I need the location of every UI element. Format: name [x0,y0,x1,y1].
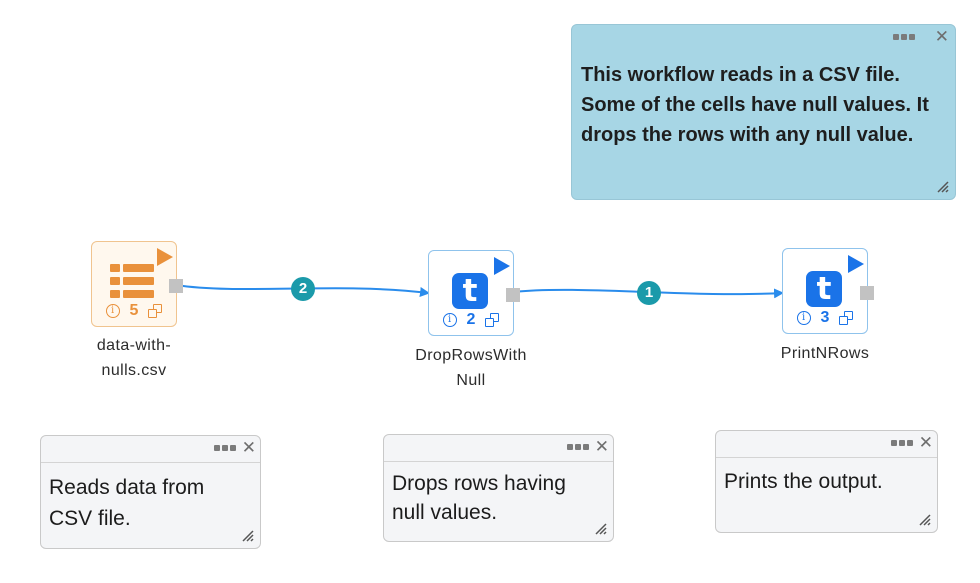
note-resize-handle-icon[interactable] [937,181,949,193]
note-resize-handle-icon[interactable] [919,514,931,526]
node-data-with-nulls-csv[interactable]: i 5 [91,241,183,327]
note-resize-handle-icon[interactable] [595,523,607,535]
node-label-printnrows: PrintNRows [755,341,895,366]
note-close-icon[interactable]: ✕ [594,437,609,456]
node-label-droprowswithnull: DropRowsWith Null [396,343,546,393]
info-icon[interactable]: i [105,304,120,318]
note-menu-icon[interactable] [214,445,236,451]
output-port[interactable] [169,279,183,293]
note-text-line: CSV file. [49,507,131,530]
info-icon[interactable]: i [442,313,457,327]
node-count: 3 [820,309,830,326]
csv-list-icon [110,264,156,300]
note-close-icon[interactable]: ✕ [934,27,949,46]
note-header: ✕ [572,25,955,51]
workflow-note-text: This workflow reads in a CSV file. Some … [581,64,929,146]
note-text-line: Prints the output. [724,470,883,493]
info-icon[interactable]: i [796,311,811,325]
output-port[interactable] [860,286,874,300]
run-node-play-icon[interactable] [494,257,510,275]
node-label-line: PrintNRows [780,345,870,362]
node-label-line: data-with- [96,337,172,354]
copy-icon[interactable] [839,311,854,325]
note-menu-icon[interactable] [567,444,589,450]
note-menu-icon[interactable] [893,34,915,40]
node-printnrows[interactable]: t i 3 [782,248,874,334]
note-header: ✕ [716,431,937,458]
note-header: ✕ [384,435,613,462]
output-port[interactable] [506,288,520,302]
copy-icon[interactable] [485,313,500,327]
transform-t-icon: t [806,271,842,307]
note-menu-icon[interactable] [891,440,913,446]
run-node-play-icon[interactable] [848,255,864,273]
note-text-line: null values. [392,501,498,524]
copy-icon[interactable] [148,304,163,318]
node-droprowswithnull[interactable]: t i 2 [428,250,520,336]
node-count: 2 [466,311,476,328]
run-node-play-icon[interactable] [157,248,173,266]
note-droprows[interactable]: ✕ Drops rows having null values. [383,434,614,542]
edge-badge-csv-to-droprows[interactable]: 2 [291,277,315,301]
note-text-line: Drops rows having [392,472,566,495]
note-header: ✕ [41,436,260,463]
edge-badge-droprows-to-printnrows[interactable]: 1 [637,281,661,305]
note-text-line: Reads data from [49,476,205,499]
note-close-icon[interactable]: ✕ [241,438,256,457]
workflow-description-note[interactable]: ✕ This workflow reads in a CSV file. Som… [571,24,956,200]
note-resize-handle-icon[interactable] [242,530,254,542]
note-csv[interactable]: ✕ Reads data from CSV file. [40,435,261,549]
node-label-line: DropRowsWith [415,347,527,364]
node-count: 5 [129,302,139,319]
node-label-line: nulls.csv [101,362,167,379]
note-text: Drops rows having null values. [392,469,566,527]
note-printnrows[interactable]: ✕ Prints the output. [715,430,938,533]
note-text: Prints the output. [724,467,883,496]
node-label-line: Null [456,372,486,389]
note-text: Reads data from CSV file. [49,472,204,534]
transform-t-icon: t [452,273,488,309]
node-label-data-with-nulls-csv: data-with- nulls.csv [70,333,198,383]
note-close-icon[interactable]: ✕ [918,433,933,452]
